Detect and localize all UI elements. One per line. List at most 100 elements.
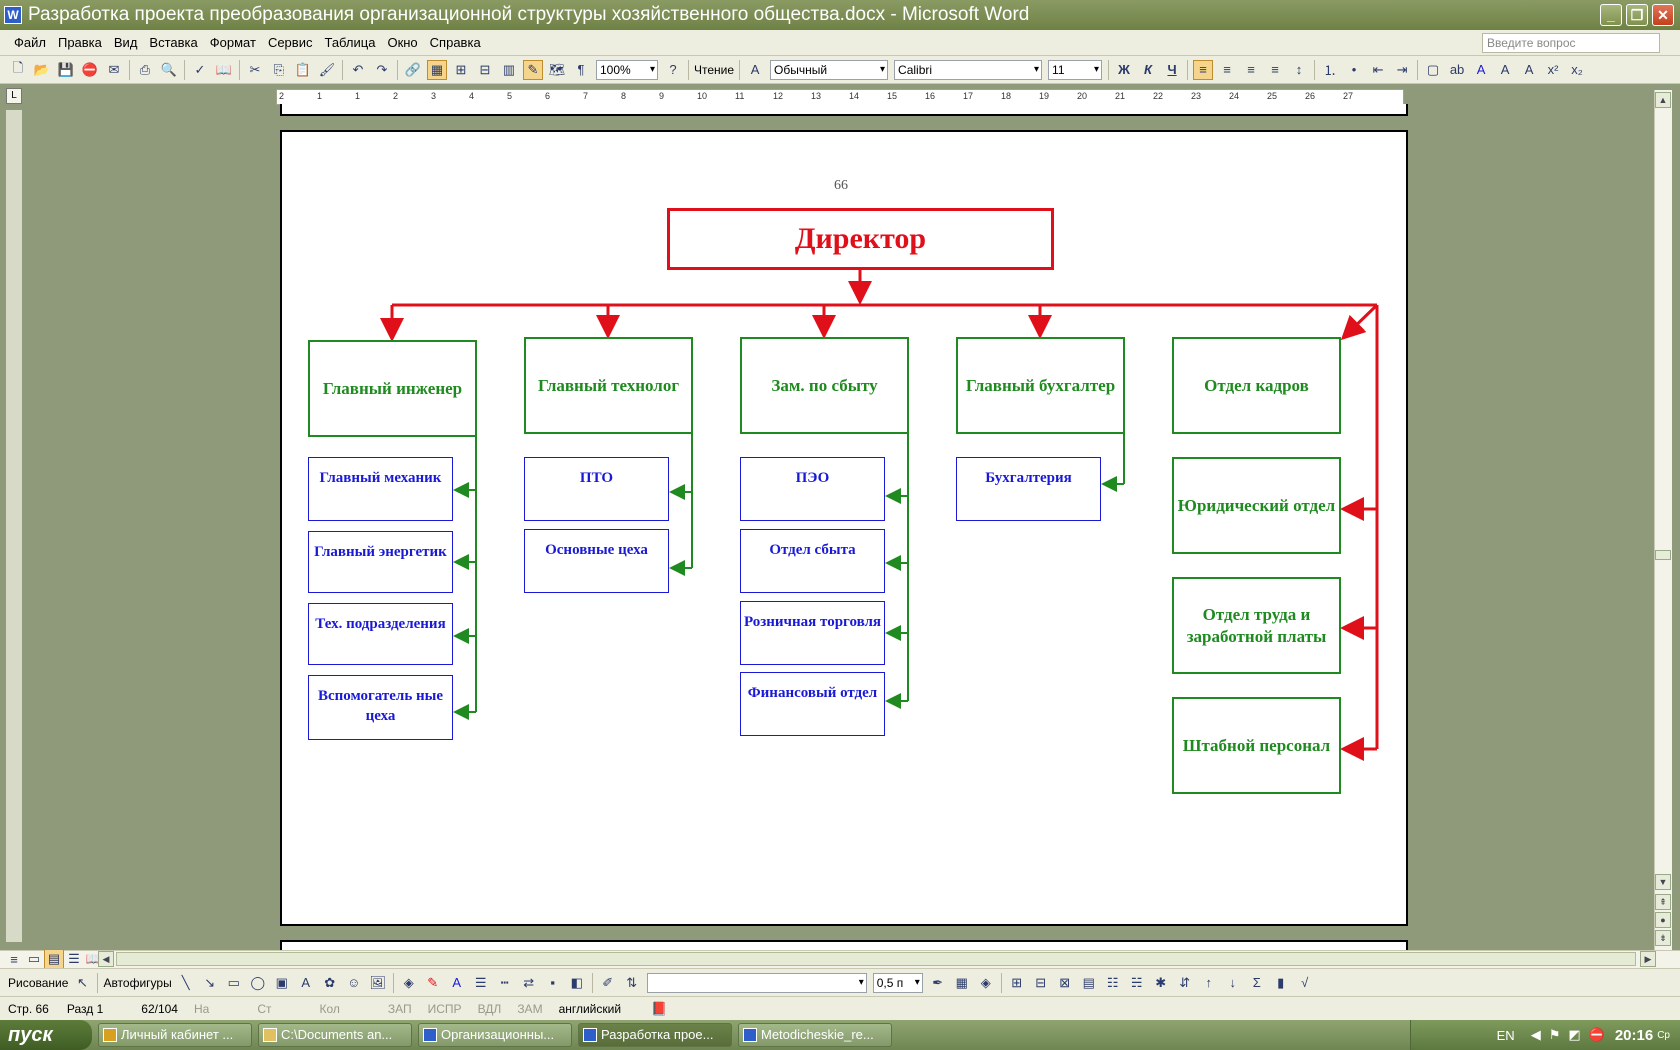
autosum-icon[interactable]: Σ — [1252, 975, 1261, 990]
distribute-cols-icon[interactable]: ☵ — [1130, 974, 1143, 990]
styles-icon[interactable]: A — [750, 62, 760, 77]
rectangle-tool-icon[interactable]: ▭ — [227, 974, 240, 990]
superscript-icon[interactable]: x² — [1547, 62, 1559, 77]
research-icon[interactable]: 📖 — [215, 61, 233, 77]
close-button[interactable]: ✕ — [1652, 4, 1674, 26]
autoformat-icon[interactable]: ✱ — [1155, 974, 1167, 990]
menu-file[interactable]: Файл — [14, 34, 46, 50]
bullets-icon[interactable]: • — [1351, 62, 1357, 77]
task-word-active[interactable]: Разработка прое... — [578, 1023, 732, 1047]
vertical-scrollbar[interactable]: ▲ ▼ ⇞ ● ⇟ — [1654, 90, 1672, 952]
reading-mode-button[interactable]: Чтение — [694, 62, 735, 77]
underline-button[interactable]: Ч — [1167, 62, 1177, 77]
prev-page-icon[interactable]: ⇞ — [1655, 894, 1671, 910]
undo-icon[interactable]: ↶ — [352, 61, 364, 77]
status-trk[interactable]: ИСПР — [427, 1001, 462, 1016]
arrow-tool-icon[interactable]: ↘ — [204, 974, 216, 990]
status-ext[interactable]: ВДЛ — [477, 1001, 502, 1016]
bold-button[interactable]: Ж — [1118, 62, 1130, 77]
print-preview-icon[interactable]: 🔍 — [160, 61, 178, 77]
wordart-icon[interactable]: A — [301, 975, 311, 990]
autoshapes-menu-button[interactable]: Автофигуры — [103, 975, 172, 990]
merge-cells-icon[interactable]: ⊟ — [1035, 974, 1047, 990]
line-color-icon[interactable]: ✎ — [427, 974, 439, 990]
grow-font-icon[interactable]: A — [1500, 62, 1510, 77]
justify-icon[interactable]: ≡ — [1271, 62, 1279, 77]
open-folder-icon[interactable]: 📂 — [33, 61, 51, 77]
next-page-icon[interactable]: ⇟ — [1655, 930, 1671, 946]
tray-clock[interactable]: 20:16 — [1614, 1026, 1654, 1044]
menu-tools[interactable]: Сервис — [267, 34, 313, 50]
tray-flag-icon[interactable]: ⚑ — [1548, 1027, 1561, 1042]
menu-view[interactable]: Вид — [113, 34, 138, 50]
menu-edit[interactable]: Правка — [57, 34, 102, 50]
scroll-thumb[interactable] — [1655, 550, 1671, 560]
tray-antivirus-icon[interactable]: ◩ — [1568, 1027, 1581, 1042]
columns-icon[interactable]: ▥ — [502, 61, 516, 77]
insert-excel-icon[interactable]: ⊟ — [479, 61, 491, 77]
hyperlink-icon[interactable]: 🔗 — [404, 61, 422, 77]
tray-back-icon[interactable]: ◀ — [1530, 1027, 1541, 1042]
highlight-icon[interactable]: ab — [1449, 62, 1465, 77]
fill-color-icon[interactable]: ◈ — [403, 974, 414, 990]
print-icon[interactable]: ⎙ — [139, 61, 151, 77]
edit-text-icon[interactable]: ✐ — [602, 974, 614, 990]
spelling-icon[interactable]: ✓ — [194, 61, 206, 77]
diagram-icon[interactable]: ✿ — [324, 974, 336, 990]
scroll-up-icon[interactable]: ▲ — [1655, 92, 1671, 108]
start-button[interactable]: пуск — [0, 1020, 92, 1050]
redo-icon[interactable]: ↷ — [376, 61, 388, 77]
line-width-select[interactable]: 0,5 п — [872, 972, 923, 993]
horizontal-scroll-thumb[interactable] — [116, 952, 1636, 966]
italic-button[interactable]: К — [1144, 62, 1153, 77]
line-spacing-icon[interactable]: ↕ — [1295, 62, 1303, 77]
task-word-org[interactable]: Организационны... — [418, 1023, 572, 1047]
normal-view-icon[interactable]: ≡ — [10, 951, 18, 967]
task-explorer[interactable]: C:\Documents an... — [258, 1023, 412, 1047]
shading-icon[interactable]: ◈ — [980, 974, 991, 990]
browse-object-icon[interactable]: ● — [1655, 912, 1671, 928]
text-direction-icon[interactable]: ⇅ — [626, 974, 638, 990]
font-size-select[interactable]: 11 — [1048, 59, 1103, 80]
menu-format[interactable]: Формат — [209, 34, 256, 50]
align-center-icon[interactable]: ≡ — [1223, 62, 1231, 77]
new-document-icon[interactable]: 🗋 — [12, 59, 24, 75]
paste-icon[interactable]: 📋 — [294, 61, 312, 77]
text-direction-table-icon[interactable]: ⇵ — [1179, 974, 1191, 990]
line-style-select[interactable] — [646, 972, 867, 993]
dash-style-icon[interactable]: ┅ — [500, 974, 509, 990]
scroll-left-icon[interactable]: ◀ — [98, 951, 114, 967]
email-icon[interactable]: ✉ — [108, 61, 120, 77]
sort-asc-icon[interactable]: ↑ — [1205, 975, 1212, 990]
clipart-icon[interactable]: ☺ — [347, 975, 361, 990]
restore-button[interactable]: ❐ — [1626, 4, 1648, 26]
borders-icon[interactable]: ▢ — [1426, 61, 1440, 77]
arrow-style-icon[interactable]: ⇄ — [523, 974, 535, 990]
permission-icon[interactable]: ⛔ — [81, 61, 99, 77]
style-select[interactable]: Обычный — [770, 59, 889, 80]
split-cells-icon[interactable]: ⊠ — [1059, 974, 1071, 990]
task-word-metod[interactable]: Metodicheskie_re... — [738, 1023, 892, 1047]
subscript-icon[interactable]: x₂ — [1571, 62, 1583, 77]
menu-help[interactable]: Справка — [429, 34, 481, 50]
copy-icon[interactable]: ⎘ — [273, 61, 285, 77]
tab-selector-icon[interactable]: L — [6, 88, 22, 104]
web-view-icon[interactable]: ▭ — [27, 951, 41, 966]
status-language[interactable]: английский — [558, 1001, 622, 1016]
spelling-status-icon[interactable]: 📕 — [650, 1000, 668, 1016]
status-rec[interactable]: ЗАП — [387, 1001, 412, 1016]
chart-icon[interactable]: ▮ — [1277, 974, 1285, 990]
insert-table-icon[interactable]: ⊞ — [455, 61, 467, 77]
align-cells-icon[interactable]: ▤ — [1082, 974, 1095, 990]
cut-icon[interactable]: ✂ — [249, 61, 261, 77]
pen-icon[interactable]: ✒ — [932, 974, 944, 990]
decrease-indent-icon[interactable]: ⇤ — [1372, 61, 1384, 77]
status-ovr[interactable]: ЗАМ — [517, 1001, 543, 1016]
drawing-menu-button[interactable]: Рисование — [8, 975, 69, 990]
table-borders-icon[interactable]: ▦ — [955, 974, 968, 990]
tray-alert-icon[interactable]: ⛔ — [1588, 1027, 1605, 1042]
numbering-icon[interactable]: ⒈ — [1323, 63, 1337, 78]
help-search-input[interactable]: Введите вопрос — [1482, 33, 1660, 53]
minimize-button[interactable]: _ — [1600, 4, 1622, 26]
